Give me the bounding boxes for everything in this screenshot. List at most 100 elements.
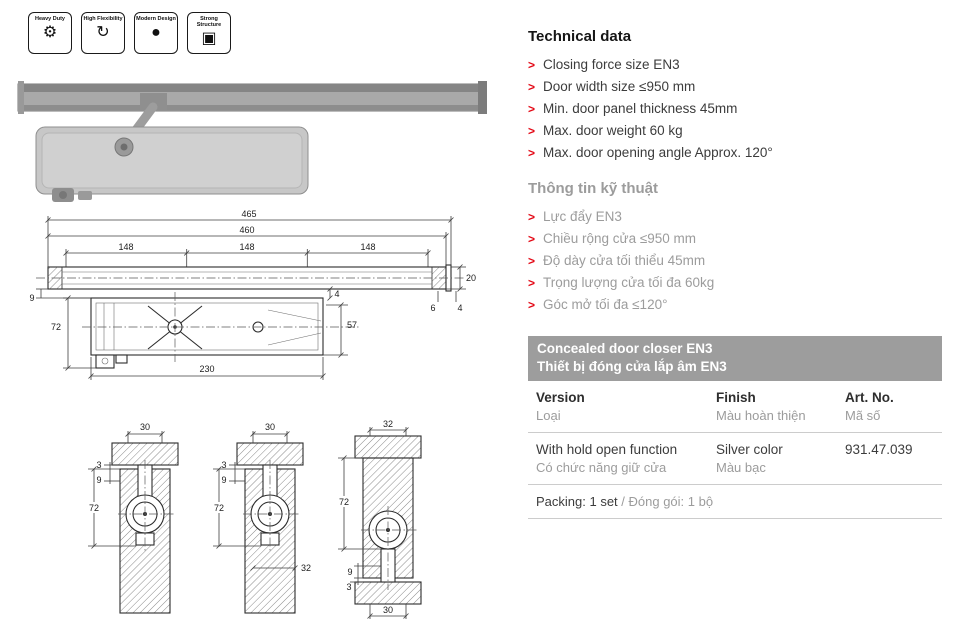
dim-small-gaps: 4 6 4 [327, 286, 463, 313]
packing-vi: Đóng gói: 1 bộ [628, 494, 714, 509]
packing-en: Packing: 1 set [536, 494, 618, 509]
dim-72-label: 72 [89, 503, 99, 513]
spec-item: > Chiều rộng cửa ≤950 mm [528, 228, 942, 250]
structure-icon: ▣ [201, 30, 217, 47]
dim-32-label: 32 [301, 563, 311, 573]
spec-item: > Độ dày cửa tối thiểu 45mm [528, 250, 942, 272]
spec-item: >Góc mở tối đa ≤120° [528, 294, 942, 316]
dim-rail-height: 20 [446, 264, 476, 292]
dim-72-label: 72 [51, 322, 61, 332]
spec-text: Max. door weight 60 kg [543, 123, 683, 138]
red-chevron-icon: > [528, 102, 536, 116]
col-art-no: Art. No. Mã số [837, 389, 942, 425]
cross-section-1: 30 3 9 72 [85, 422, 179, 614]
spec-panel: Technical data >Closing force size EN3 >… [528, 28, 942, 519]
badge-strong-structure: Strong Structure ▣ [187, 12, 231, 54]
spec-item: > Lực đẩy EN3 [528, 206, 942, 228]
dim-72-label: 72 [214, 503, 224, 513]
red-chevron-icon: > [528, 232, 536, 246]
dim-9-label: 9 [29, 293, 34, 303]
header-version-en: Version [536, 390, 585, 405]
badge-label: High Flexibility [83, 16, 123, 22]
spec-text: Trọng lượng cửa tối đa 60kg [543, 275, 715, 290]
photo-slide-rail [17, 81, 487, 114]
finish-en: Silver color [716, 442, 783, 457]
spec-text: Min. door panel thickness 45mm [543, 101, 738, 116]
spec-text: Door width size ≤950 mm [543, 79, 696, 94]
spec-text: Độ dày cửa tối thiểu 45mm [543, 253, 706, 268]
badge-heavy-duty: Heavy Duty ⚙ [28, 12, 72, 54]
spec-text: Chiều rộng cửa ≤950 mm [543, 231, 697, 246]
red-chevron-icon: > [528, 124, 536, 138]
dim-9-label: 9 [221, 475, 226, 485]
product-title-en: Concealed door closer EN3 [537, 341, 713, 356]
frame-header [354, 435, 422, 459]
section-dimensions: 30 3 9 72 32 [210, 422, 311, 573]
art-no-value: 931.47.039 [845, 442, 913, 457]
technical-data-title-vi: Thông tin kỹ thuật [528, 180, 658, 197]
extension-lines [47, 216, 452, 267]
cell-finish: Silver color Màu bạc [708, 441, 837, 477]
cell-version: With hold open function Có chức năng giữ… [528, 441, 708, 477]
dim-230-label: 230 [199, 364, 214, 374]
dim-72-label: 72 [339, 497, 349, 507]
dim-left-offset: 9 [29, 288, 91, 303]
dim-9-label: 9 [347, 567, 352, 577]
badge-label: Modern Design [136, 16, 176, 22]
dim-30-label: 30 [383, 605, 393, 615]
badge-label: Heavy Duty [35, 16, 65, 22]
header-art-en: Art. No. [845, 390, 894, 405]
red-chevron-icon: > [528, 80, 536, 94]
technical-data-title: Technical data [528, 28, 632, 45]
dim-30-label: 30 [140, 422, 150, 432]
badge-high-flexibility: High Flexibility ↻ [81, 12, 125, 54]
dim-148-label: 148 [239, 242, 254, 252]
technical-data-list-vi: > Lực đẩy EN3 > Chiều rộng cửa ≤950 mm > Độ… [528, 206, 942, 316]
col-finish: Finish Màu hoàn thiện [708, 389, 837, 425]
cell-art-no: 931.47.039 [837, 441, 942, 477]
dim-465-label: 465 [241, 210, 256, 219]
dim-460-label: 460 [239, 225, 254, 235]
section-dimensions: 32 72 9 3 30 [335, 419, 409, 619]
spec-item: > Min. door panel thickness 45mm [528, 98, 942, 120]
slide-rail [36, 264, 466, 292]
dim-body-length: 230 [88, 357, 326, 380]
dim-6-label: 6 [430, 303, 435, 313]
dim-4-label: 4 [457, 303, 462, 313]
spec-text: Lực đẩy EN3 [543, 209, 622, 224]
technical-drawing-top-view: 465 460 148 148 148 [29, 210, 476, 380]
product-photo [17, 81, 487, 202]
red-chevron-icon: > [528, 254, 536, 268]
dim-body-height: 72 [51, 295, 96, 371]
red-chevron-icon: > [528, 210, 536, 224]
closer-mechanism [118, 460, 175, 551]
product-header-bar: Concealed door closer EN3 Thiết bị đóng … [528, 336, 942, 381]
dim-20-label: 20 [466, 273, 476, 283]
red-chevron-icon: > [528, 58, 536, 72]
dim-3-label: 3 [96, 460, 101, 470]
cross-section-2: 30 3 9 72 32 [210, 422, 311, 614]
cross-section-3: 32 72 9 3 30 [335, 419, 422, 619]
spec-item: > Trọng lượng cửa tối đa 60kg [528, 272, 942, 294]
header-version-vi: Loại [536, 408, 561, 423]
dim-overall-length: 465 [45, 210, 454, 223]
header-art-vi: Mã số [845, 408, 881, 423]
dim-57-label: 57 [347, 320, 357, 330]
dim-rail-length: 460 [45, 225, 449, 239]
header-finish-en: Finish [716, 390, 756, 405]
closer-mechanism [361, 506, 418, 590]
red-chevron-icon: > [528, 276, 536, 290]
section-dimensions: 30 3 9 72 [85, 422, 165, 549]
dim-segments: 148 148 148 [63, 242, 431, 256]
table-header-row: Version Loại Finish Màu hoàn thiện Art. … [528, 381, 942, 433]
header-finish-vi: Màu hoàn thiện [716, 408, 806, 423]
dim-4-label: 4 [334, 289, 339, 299]
spec-item: >Max. door opening angle Approx. 120° [528, 142, 942, 164]
col-version: Version Loại [528, 389, 708, 425]
finish-vi: Màu bạc [716, 460, 766, 475]
dim-32-label: 32 [383, 419, 393, 429]
badge-label: Strong Structure [196, 16, 222, 28]
spec-item: >Closing force size EN3 [528, 54, 942, 76]
product-table: Version Loại Finish Màu hoàn thiện Art. … [528, 381, 942, 519]
